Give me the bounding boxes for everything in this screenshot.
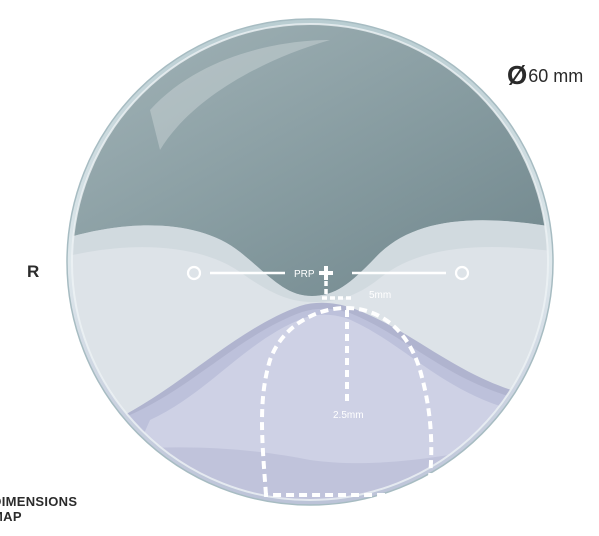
left-alignment-circle [186,265,202,281]
lens-side-label: R [27,262,40,281]
diameter-value: 60 mm [528,66,584,86]
diameter-icon: Ø [507,60,528,90]
caption-line-2: MAP [0,509,22,524]
near-depth-label: 2.5mm [333,410,364,421]
horizontal-reference-line [186,265,470,281]
prp-cross-icon [319,266,333,280]
transition-band [72,220,548,302]
caption-line-1: DIMENSIONS [0,494,78,509]
far-vision-zone [72,24,548,296]
caption: DIMENSIONS MAP [0,494,77,524]
prp-label: PRP [294,269,315,280]
near-zone-outline [260,305,434,497]
near-width-label: 5mm [369,290,391,301]
right-alignment-circle [454,265,470,281]
diameter-label: Ø60 mm [507,60,583,91]
